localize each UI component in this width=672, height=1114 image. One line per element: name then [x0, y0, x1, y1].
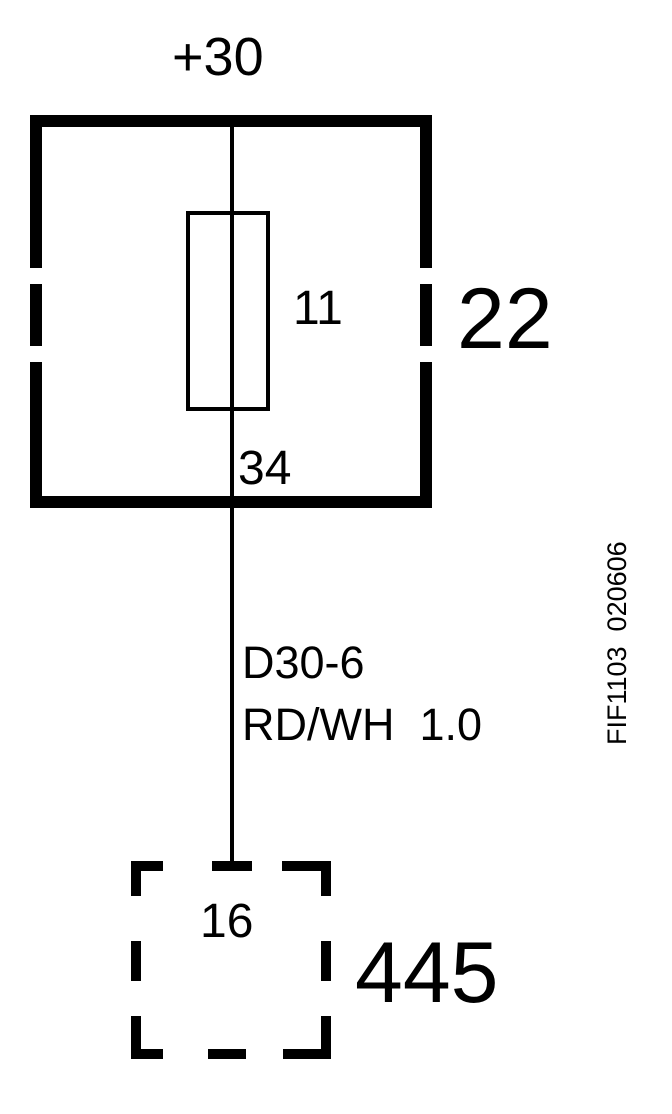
wire-spec-label: RD/WH 1.0 [242, 699, 482, 750]
fuse-number-label: 11 [293, 282, 343, 335]
drawing-reference-code: FIF1103 020606 [602, 541, 632, 745]
wire-circuit-label: D30-6 [242, 637, 365, 688]
fuse-symbol [186, 211, 270, 411]
connector-id: 445 [355, 925, 499, 1021]
fuse-output-pin-label: 34 [238, 442, 291, 495]
supply-label: +30 [172, 27, 264, 87]
fuse-box-id: 22 [457, 271, 553, 367]
connector-pin-label: 16 [200, 895, 253, 948]
connector-outline [131, 861, 331, 1059]
